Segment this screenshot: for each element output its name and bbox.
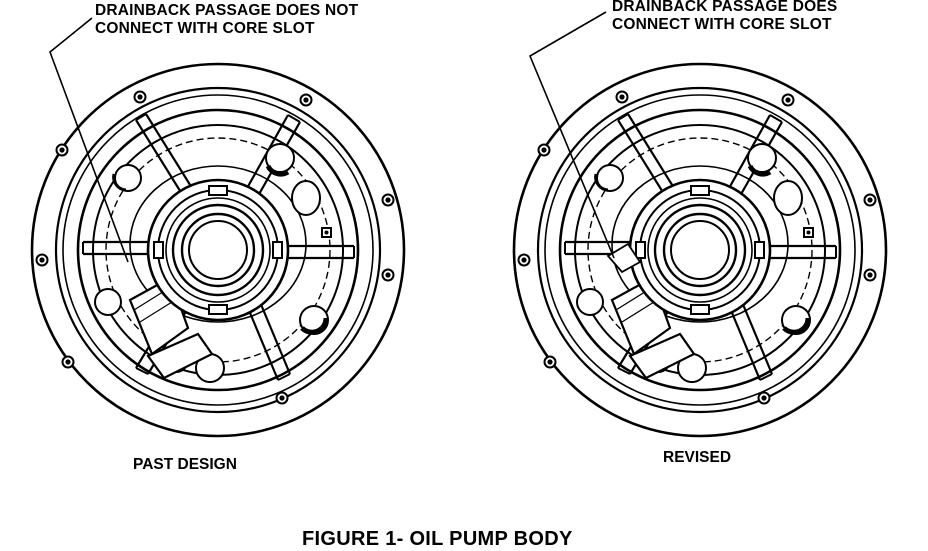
past-design-leader-line	[49, 17, 129, 263]
past-design-caption: PAST DESIGN	[133, 456, 237, 473]
figure-title: FIGURE 1- OIL PUMP BODY	[302, 528, 573, 550]
revised-caption: REVISED	[663, 449, 732, 466]
revised-callout: DRAINBACK PASSAGE DOES CONNECT WITH CORE…	[612, 0, 837, 34]
past-design-callout: DRAINBACK PASSAGE DOES NOT CONNECT WITH …	[95, 2, 358, 38]
past-design-callout-line-1: DRAINBACK PASSAGE DOES NOT	[95, 2, 359, 19]
revised-core-slot	[606, 242, 642, 274]
past-design-pump	[32, 64, 404, 436]
revised-pump	[514, 64, 886, 436]
revised-callout-line-2: CONNECT WITH CORE SLOT	[612, 16, 832, 33]
revised-callout-line-1: DRAINBACK PASSAGE DOES	[612, 0, 838, 15]
revised-leader-line	[528, 11, 615, 259]
past-design-callout-line-2: CONNECT WITH CORE SLOT	[95, 20, 315, 37]
